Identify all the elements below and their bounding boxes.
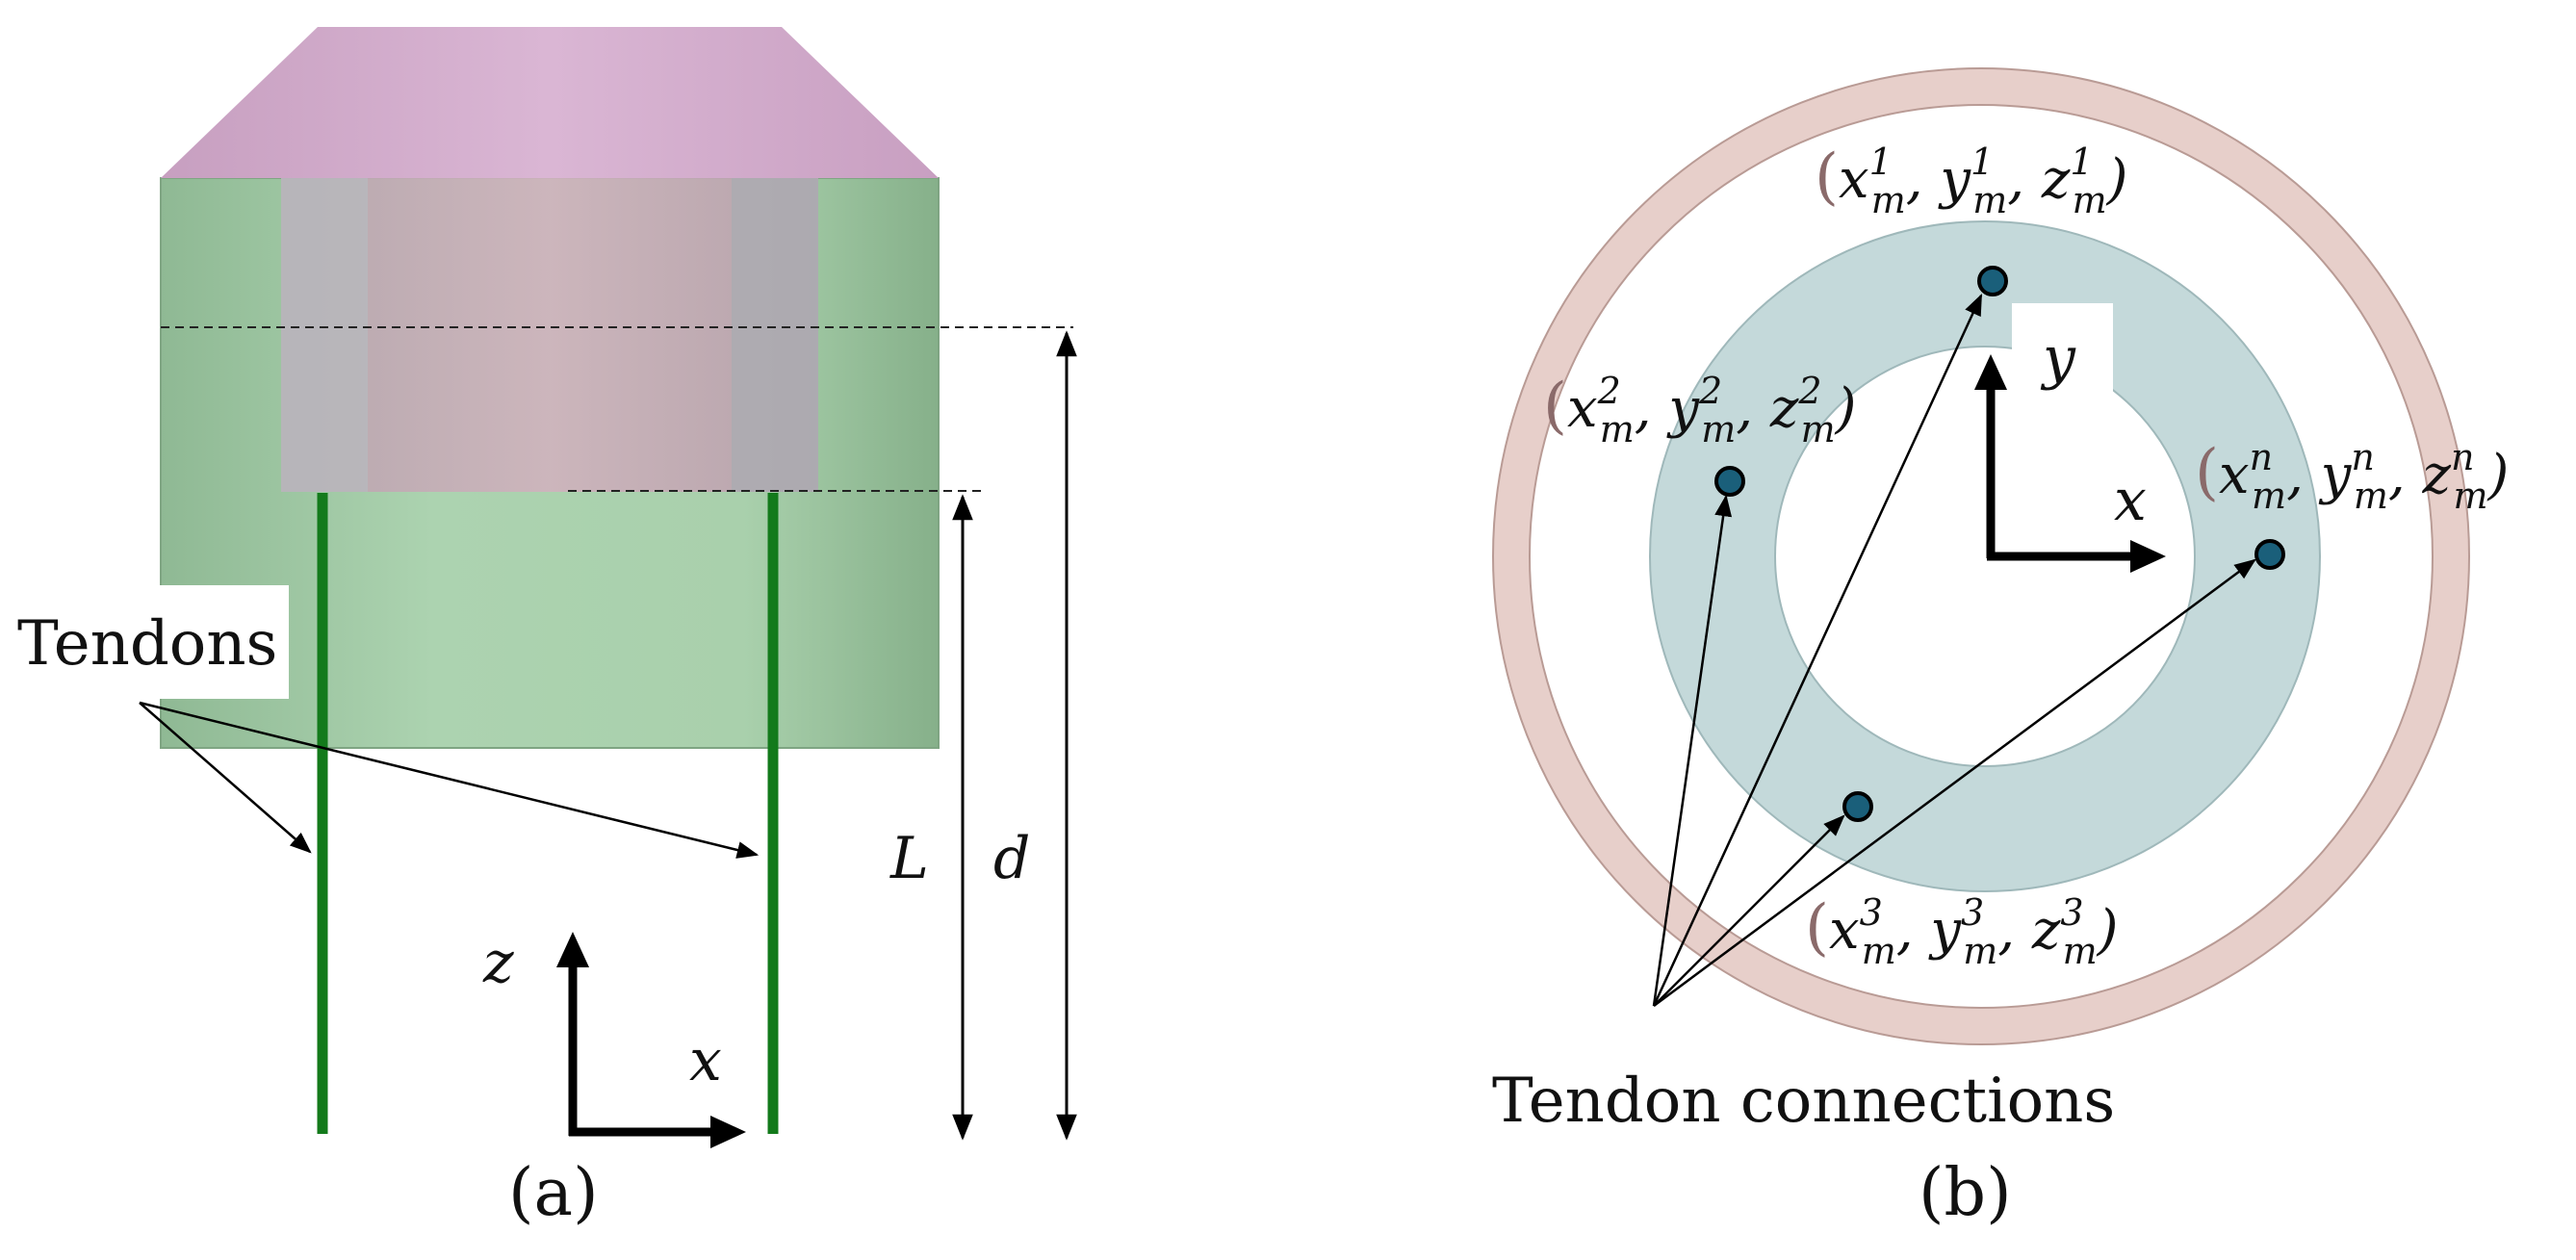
tendons-leader-1 <box>139 702 312 854</box>
tendons-label: Tendons <box>17 608 277 680</box>
connection-point-n <box>2254 539 2285 570</box>
axes-xz: z x <box>482 929 746 1148</box>
dim-L-label: L <box>889 825 929 892</box>
tendon-connections-label: Tendon connections <box>1492 1066 2115 1137</box>
connection-point-1 <box>1977 266 2008 296</box>
axis-z-arrowhead <box>556 932 589 967</box>
outer-ring-edge-out <box>1492 67 2470 1045</box>
tendons-leader-2 <box>139 701 760 859</box>
axis-x-label: x <box>689 1027 722 1094</box>
axis-x-label-b: x <box>2114 467 2147 534</box>
outer-ring-edge-in <box>1529 104 2434 1009</box>
leader-to-1 <box>1652 293 1983 1007</box>
axis-y-label: y <box>2040 324 2076 392</box>
axis-x-arrowhead-b <box>2130 540 2166 573</box>
connection-point-2 <box>1714 466 1745 497</box>
inner-chamber <box>281 178 818 492</box>
tendon-ring <box>1650 221 2320 891</box>
outer-ring <box>1493 68 2469 1044</box>
tendon-ring-edge-out <box>1649 220 2321 892</box>
inner-chamber-wall-left <box>281 178 368 492</box>
leader-to-3 <box>1653 814 1845 1007</box>
axis-y-arrowhead <box>1974 354 2007 390</box>
panel-a: Tendons L d z x (a) <box>10 27 1077 1231</box>
inner-chamber-wall-right <box>732 178 818 492</box>
caption-a: (a) <box>508 1155 599 1231</box>
axis-x-arrowhead <box>710 1116 746 1148</box>
tendon-ring-edge-in <box>1774 346 2196 767</box>
axes-xy: y x <box>1974 324 2166 573</box>
axis-z-label: z <box>482 929 514 996</box>
top-cap <box>161 27 939 178</box>
leader-to-2 <box>1652 494 1733 1007</box>
y-label-bg <box>2012 303 2113 404</box>
leader-to-n <box>1653 558 2256 1008</box>
connection-point-3 <box>1842 791 1873 822</box>
caption-b: (b) <box>1919 1155 2012 1231</box>
tendons-label-bg <box>10 585 289 699</box>
dim-d-label: d <box>993 825 1030 892</box>
